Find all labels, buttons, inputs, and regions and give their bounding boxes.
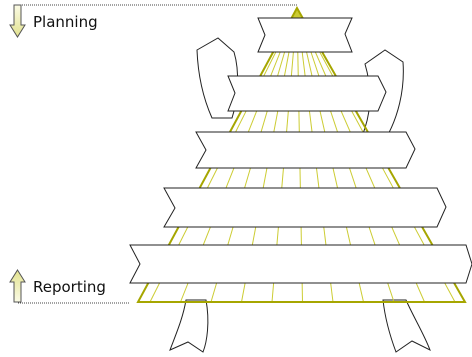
ribbon-bottom-left [169, 299, 209, 353]
banner-3 [195, 131, 416, 169]
ribbon-top-left [196, 37, 239, 119]
arrow-up-icon [9, 269, 26, 303]
banner-1 [257, 17, 353, 53]
banner-2 [227, 75, 387, 112]
planning-label: Planning [33, 13, 98, 31]
banner-4 [163, 187, 447, 228]
arrow-down-icon [9, 4, 26, 38]
reporting-label: Reporting [33, 278, 106, 296]
ribbon-bottom-right [382, 299, 431, 353]
banner-5 [129, 244, 472, 284]
